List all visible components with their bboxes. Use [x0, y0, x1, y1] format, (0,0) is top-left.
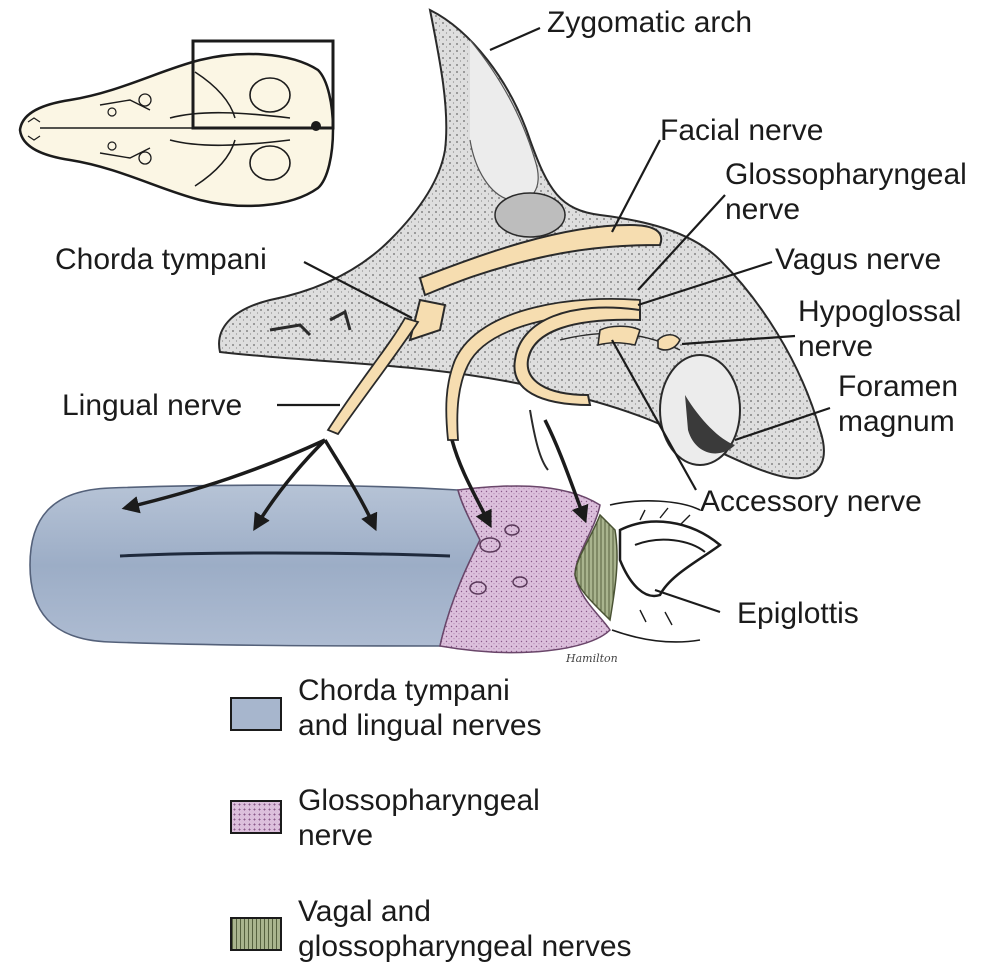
label-hypoglossal-nerve: Hypoglossal nerve	[798, 294, 961, 364]
legend-swatch-glossopharyngeal	[230, 800, 282, 834]
label-hypoglossal-line2: nerve	[798, 329, 961, 364]
skull-inset	[20, 41, 333, 206]
label-foramen-line1: Foramen	[838, 369, 958, 404]
label-hypoglossal-line1: Hypoglossal	[798, 294, 961, 329]
legend-vagal-line1: Vagal and	[298, 894, 632, 929]
label-glossopharyngeal-nerve: Glossopharyngeal nerve	[725, 157, 967, 227]
label-accessory-nerve: Accessory nerve	[700, 485, 922, 519]
label-foramen-line2: magnum	[838, 404, 958, 439]
legend-swatch-chorda-lingual	[230, 697, 282, 731]
legend-vagal-line2: glossopharyngeal nerves	[298, 929, 632, 964]
legend-label-vagal-glossopharyngeal: Vagal and glossopharyngeal nerves	[298, 894, 632, 964]
artist-signature: Hamilton	[565, 652, 618, 665]
epiglottis-shape	[620, 522, 720, 596]
label-epiglottis: Epiglottis	[737, 597, 859, 631]
leader-facial-nerve	[612, 140, 660, 232]
tongue-rostral-region	[30, 485, 480, 646]
label-facial-nerve: Facial nerve	[660, 114, 823, 148]
label-glossopharyngeal-line1: Glossopharyngeal	[725, 157, 967, 192]
legend-glosso-line2: nerve	[298, 818, 540, 853]
tongue	[30, 485, 720, 652]
label-glossopharyngeal-line2: nerve	[725, 192, 967, 227]
legend-chorda-line2: and lingual nerves	[298, 708, 542, 743]
label-foramen-magnum: Foramen magnum	[838, 369, 958, 439]
accessory-nerve	[598, 326, 640, 345]
legend-label-glossopharyngeal: Glossopharyngeal nerve	[298, 783, 540, 853]
label-lingual-nerve: Lingual nerve	[62, 389, 242, 423]
legend-label-chorda-lingual: Chorda tympani and lingual nerves	[298, 673, 542, 743]
legend-glosso-line1: Glossopharyngeal	[298, 783, 540, 818]
legend-swatch-vagal-glossopharyngeal	[230, 917, 282, 951]
label-vagus-nerve: Vagus nerve	[775, 243, 941, 277]
leader-zygomatic-arch	[490, 28, 540, 50]
legend-chorda-line1: Chorda tympani	[298, 673, 542, 708]
skull-outline	[20, 54, 333, 206]
label-zygomatic-arch: Zygomatic arch	[547, 6, 752, 40]
label-chorda-tympani: Chorda tympani	[55, 243, 267, 277]
leader-epiglottis	[655, 590, 720, 612]
